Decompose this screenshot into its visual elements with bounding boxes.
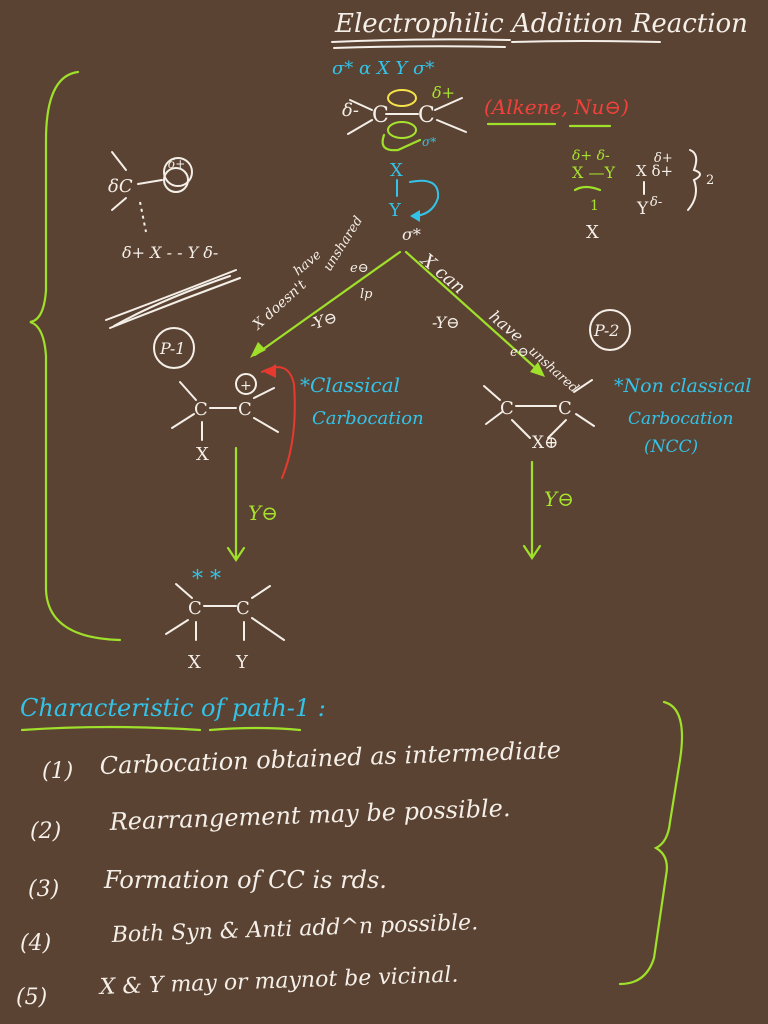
path-2-label: P-2 (593, 321, 619, 340)
side-note-mid-charges: X δ+ (636, 162, 673, 180)
item-2-num: (2) (30, 819, 61, 844)
nonclassical-c2: C (558, 398, 572, 419)
sketch-bottom-charges: δ+ X - - Y δ- (122, 243, 218, 262)
item-5-num: (5) (16, 985, 47, 1010)
left-y-attack: Y⊖ (248, 501, 278, 525)
path-2-circle (589, 309, 631, 351)
classical-c2: C (238, 399, 252, 420)
left-sketch-c: δC (108, 176, 133, 197)
characteristics-list: (1) Carbocation obtained as intermediate… (16, 736, 561, 1010)
alkene-left-charge: δ- (342, 100, 359, 121)
left-note-1: X doesn't (249, 277, 310, 334)
alkene-carbon-left: C (372, 103, 389, 128)
right-note-4: e⊖ (510, 345, 529, 360)
pi-orbital-bottom (387, 121, 417, 139)
reagent-x: X (390, 160, 403, 181)
right-note-2: have (485, 307, 527, 346)
sigma-star-label: σ* (422, 135, 436, 149)
reagent-y: Y (388, 200, 402, 221)
sketch-carbocation-circle (163, 157, 193, 187)
classical-label-2: Carbocation (312, 408, 424, 429)
item-5-text: X & Y may or maynot be vicinal. (97, 962, 458, 1000)
classical-c1: C (194, 399, 208, 420)
item-2-text: Rearrangement may be possible. (108, 794, 511, 836)
bond-labels: σ* α X Y σ* (332, 58, 434, 79)
left-note-4: e⊖ (350, 261, 369, 276)
product-stars: * * (192, 567, 221, 592)
product-x: X (188, 652, 201, 673)
item-3-text: Formation of CC is rds. (103, 866, 387, 894)
item-4-num: (4) (20, 931, 51, 956)
classical-x: X (196, 444, 209, 465)
page-title: Electrophilic Addition Reaction (334, 9, 748, 39)
nonclassical-x: X⊕ (532, 433, 558, 453)
left-minus-y: -Y⊖ (307, 307, 339, 334)
pi-orbital-top (387, 89, 417, 107)
reagents-label: (Alkene, Nu⊖) (484, 95, 629, 119)
side-note-y: Y (636, 199, 649, 219)
reagent-sigma-star: σ* (402, 225, 421, 244)
item-4-text: Both Syn & Anti add^n possible. (110, 910, 478, 948)
side-note-brace-number: 2 (706, 173, 714, 188)
path-1-circle (153, 327, 195, 369)
right-y-attack: Y⊖ (544, 487, 574, 511)
nonclassical-c1: C (500, 398, 514, 419)
product-c2: C (236, 598, 250, 619)
item-1-text: Carbocation obtained as intermediate (99, 736, 561, 780)
alkene-right-charge: δ+ (432, 83, 455, 102)
side-note-y-charge: δ- (650, 195, 662, 210)
path-1-label: P-1 (159, 339, 185, 358)
left-note-5: lp (360, 287, 373, 302)
svg-text:+: + (240, 378, 252, 394)
nonclassical-label-2: Carbocation (628, 409, 734, 429)
item-3-num: (3) (28, 877, 59, 902)
nonclassical-label-1: *Non classical (614, 375, 752, 397)
alkene-carbon-right: C (418, 103, 435, 128)
side-note-one: 1 (590, 198, 599, 214)
right-note-1: X can (415, 248, 469, 298)
product-c1: C (188, 598, 202, 619)
side-note-top-pair: X —Y (572, 163, 615, 182)
side-note-x: X (586, 222, 599, 243)
nonclassical-label-3: (NCC) (644, 437, 698, 457)
product-y: Y (235, 652, 249, 673)
classical-label-1: *Classical (300, 373, 400, 397)
right-minus-y: -Y⊖ (432, 313, 460, 332)
side-note-top-charges: δ+ δ- (572, 148, 610, 164)
left-note-2: have (291, 247, 325, 279)
characteristics-heading: Characteristic of path-1 : (20, 694, 326, 722)
sketch-plus-label: δ+ (168, 157, 185, 171)
side-note-col2-charge: δ+ (654, 151, 673, 166)
item-1-num: (1) (42, 759, 73, 784)
